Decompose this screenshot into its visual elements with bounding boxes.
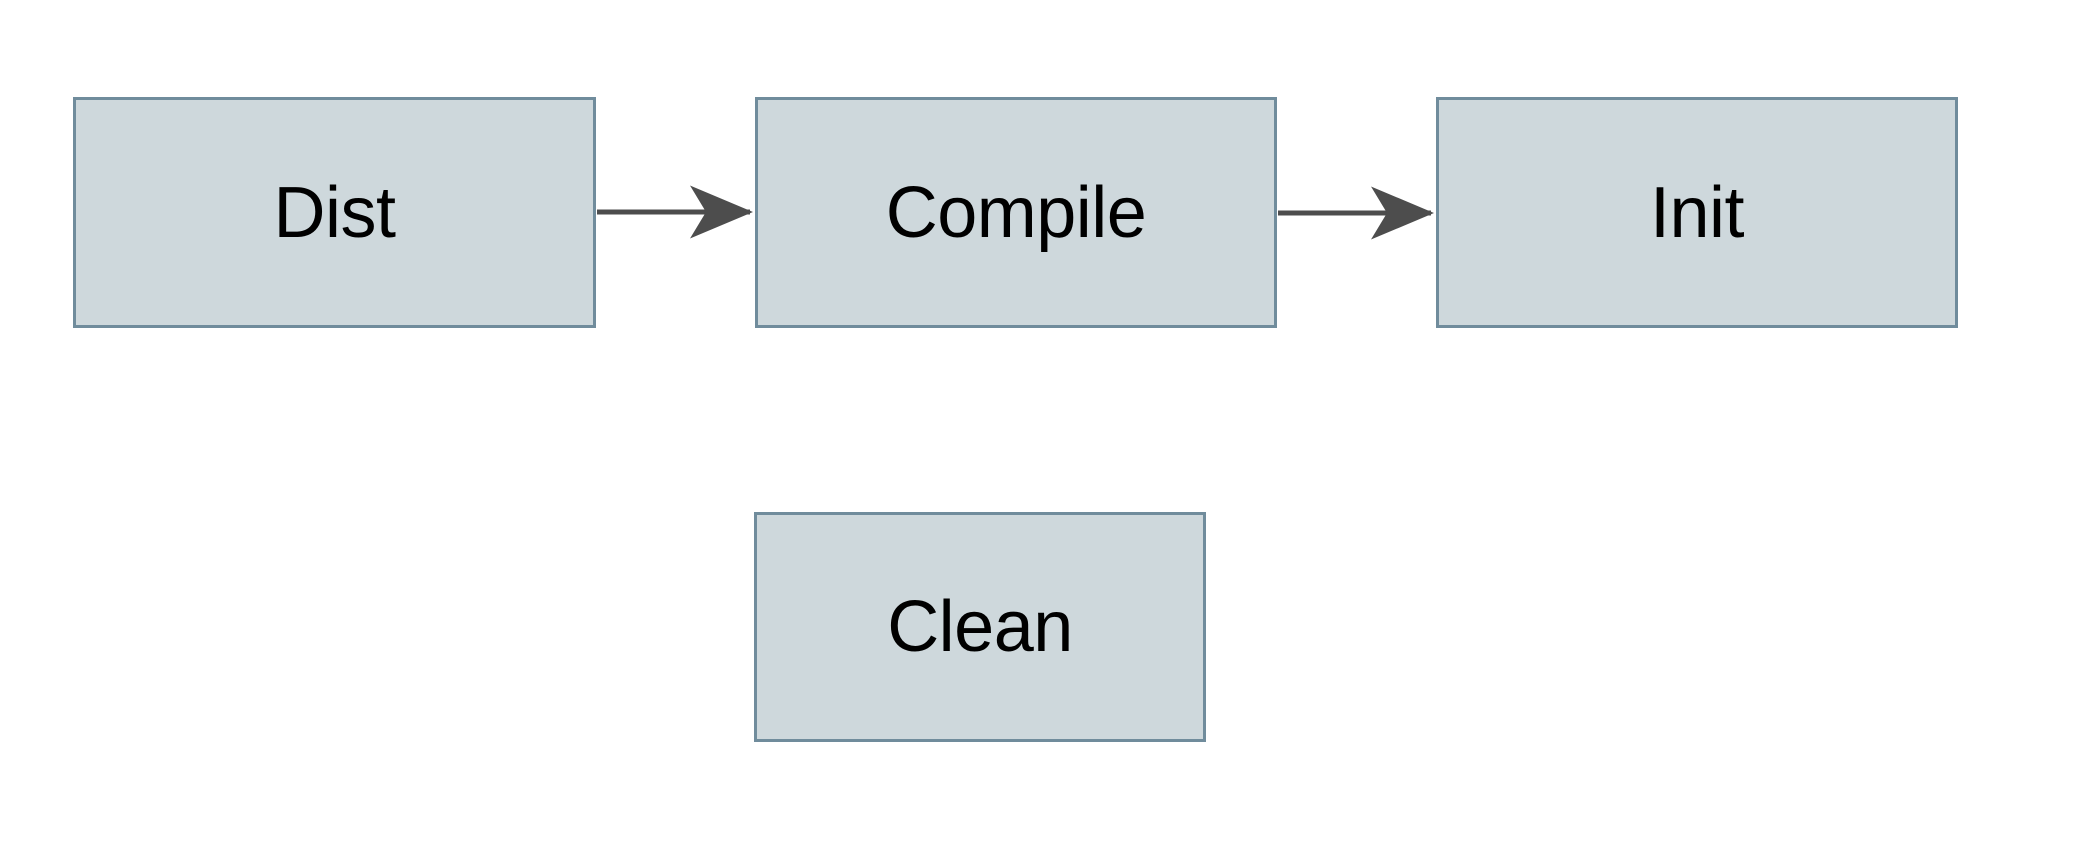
node-label-clean: Clean bbox=[887, 587, 1073, 667]
node-label-init: Init bbox=[1649, 172, 1745, 253]
node-compile[interactable]: Compile bbox=[755, 97, 1277, 328]
node-init[interactable]: Init bbox=[1436, 97, 1958, 328]
node-label-dist: Dist bbox=[273, 172, 397, 253]
node-label-compile: Compile bbox=[885, 172, 1147, 253]
node-clean[interactable]: Clean bbox=[754, 512, 1206, 742]
node-dist[interactable]: Dist bbox=[73, 97, 596, 328]
